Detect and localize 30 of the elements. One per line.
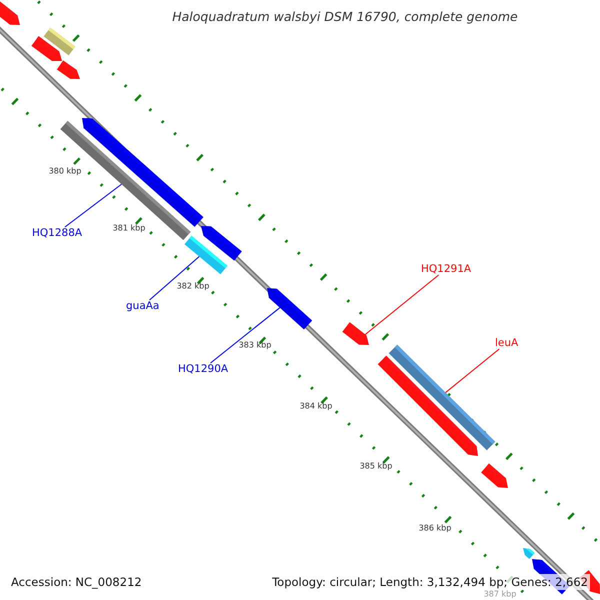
scale-label: 387 kbp [484,590,516,598]
gene-block [0,1,20,25]
leader-line [364,274,440,335]
leader-line [149,256,200,300]
gene-block [201,226,242,261]
leader-line [64,184,122,228]
feature-bar [44,28,76,56]
scale-label: 380 kbp [48,166,82,176]
gene-label: HQ1288A [32,227,82,239]
scale-label: 383 kbp [238,340,272,350]
leader-line [210,307,280,364]
title: Haloquadratum walsbyi DSM 16790, complete genome [171,9,519,24]
footer-text: Topology: circular; Length: 3,132,494 bp; Genes: 2,662 [270,574,590,590]
gene-block [56,60,80,79]
leader-line [445,348,500,394]
gene-block [267,288,312,330]
scale-label: 385 kbp [360,462,392,470]
scale-label: 384 kbp [300,402,332,410]
gene-block [342,322,369,345]
gene-label: leuA [495,337,518,349]
gene-block [523,548,535,559]
scale-label: 382 kbp [176,282,210,290]
feature-bar [388,344,496,450]
gene-label: guaAa [126,300,160,312]
scale-label: 381 kbp [112,224,146,232]
gene-label: HQ1290A [178,363,228,375]
gene-label: HQ1291A [421,263,472,275]
footer-text: Accession: NC_008212 [9,574,144,590]
scale-label: 386 kbp [418,524,452,532]
gene-block [481,463,508,488]
